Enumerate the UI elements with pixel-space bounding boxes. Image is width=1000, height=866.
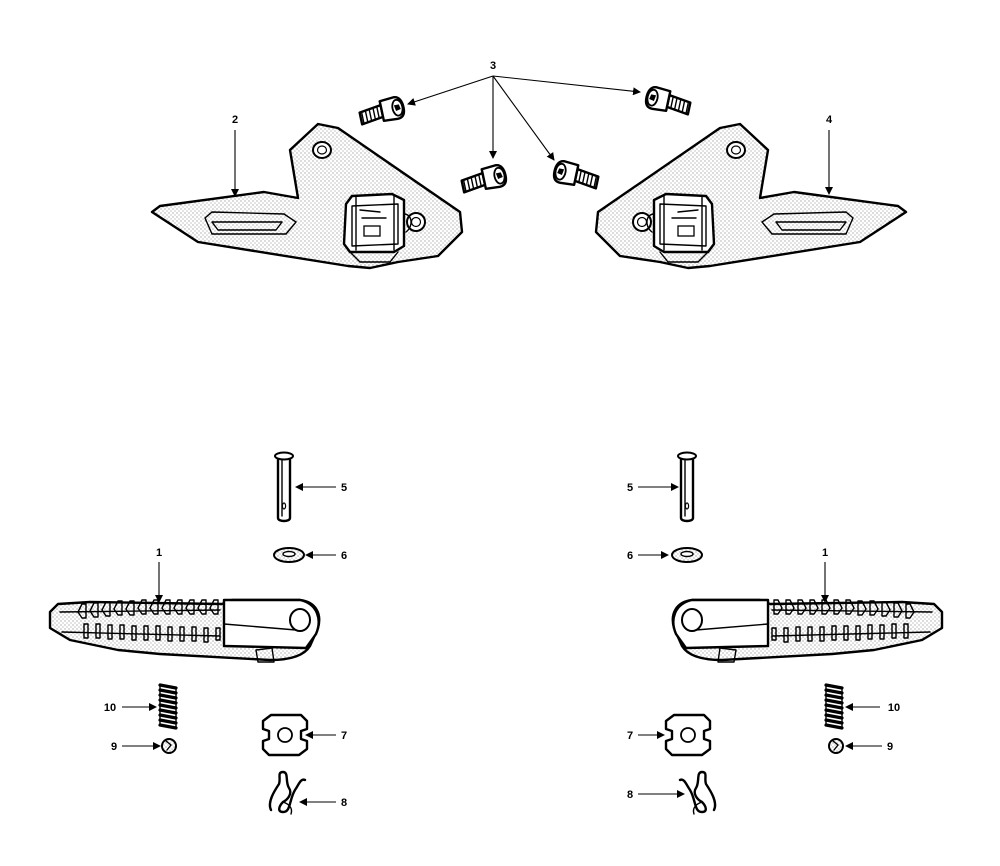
callout-4: 4 bbox=[826, 114, 833, 126]
callout-9-left: 9 bbox=[111, 741, 117, 753]
right-detent-spring bbox=[824, 683, 844, 730]
right-washer bbox=[671, 547, 703, 563]
leader-3c bbox=[492, 75, 555, 161]
callout-3: 3 bbox=[490, 60, 496, 72]
left-pivot-pin bbox=[273, 451, 295, 523]
bolt-upper-left bbox=[356, 94, 407, 128]
callout-8-right: 8 bbox=[627, 789, 633, 801]
left-detent-ball bbox=[161, 738, 177, 754]
callout-6-left: 6 bbox=[341, 550, 347, 562]
right-spring-clip bbox=[678, 770, 717, 816]
left-footrest-bracket bbox=[150, 122, 464, 270]
callout-5-left: 5 bbox=[341, 482, 347, 494]
callout-2: 2 bbox=[232, 114, 238, 126]
right-retainer-plate bbox=[664, 713, 712, 757]
left-washer bbox=[273, 547, 305, 563]
callout-7-left: 7 bbox=[341, 730, 347, 742]
bolt-upper-right bbox=[643, 84, 694, 118]
left-detent-spring bbox=[158, 683, 178, 730]
leader-3a bbox=[407, 75, 494, 106]
left-retainer-plate bbox=[261, 713, 309, 757]
callout-7-right: 7 bbox=[627, 730, 633, 742]
left-spring-clip bbox=[268, 770, 307, 816]
callout-5-right: 5 bbox=[627, 482, 633, 494]
leader-3d bbox=[492, 75, 641, 96]
right-footrest-bracket bbox=[594, 122, 908, 270]
callout-10-left: 10 bbox=[104, 702, 116, 714]
callout-8-left: 8 bbox=[341, 797, 347, 809]
right-detent-ball bbox=[828, 738, 844, 754]
callout-9-right: 9 bbox=[887, 741, 893, 753]
bolt-lower-center bbox=[458, 162, 509, 196]
right-footpeg bbox=[671, 598, 944, 664]
right-pivot-pin bbox=[676, 451, 698, 523]
callout-1-right: 1 bbox=[822, 547, 828, 559]
callout-6-right: 6 bbox=[627, 550, 633, 562]
callout-10-right: 10 bbox=[888, 702, 900, 714]
callout-1-left: 1 bbox=[156, 547, 162, 559]
bolt-lower-right bbox=[551, 158, 602, 192]
